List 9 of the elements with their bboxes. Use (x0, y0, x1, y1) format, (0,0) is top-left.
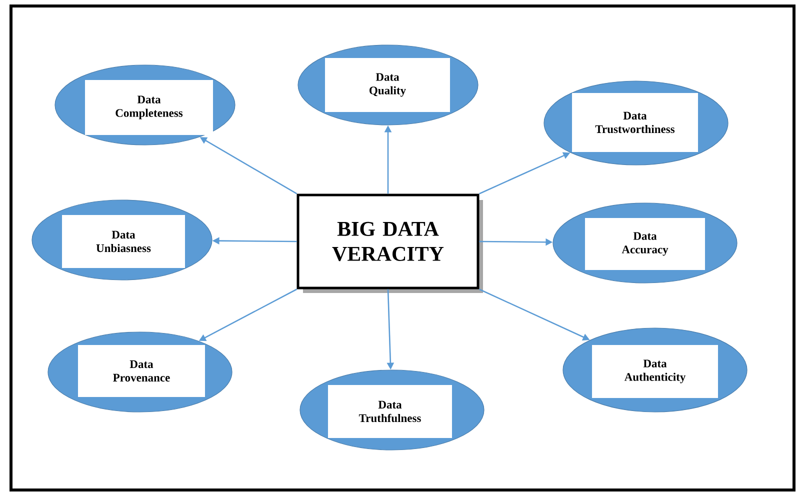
ellipse-node: Data Authenticity (562, 328, 748, 412)
title-box: BIG DATA VERACITY (296, 194, 483, 293)
ellipse-node: Data Trustworthiness (544, 80, 728, 166)
ellipse-node: Data Completeness (54, 64, 236, 146)
ellipse-node: Data Provenance (48, 332, 232, 412)
ellipse-node: Data Truthfulness (300, 370, 484, 450)
ellipse-node: Data Quality (298, 44, 478, 126)
ellipse-node: Data Accuracy (552, 202, 738, 284)
ellipse-node: Data Unbiasness (32, 200, 212, 280)
